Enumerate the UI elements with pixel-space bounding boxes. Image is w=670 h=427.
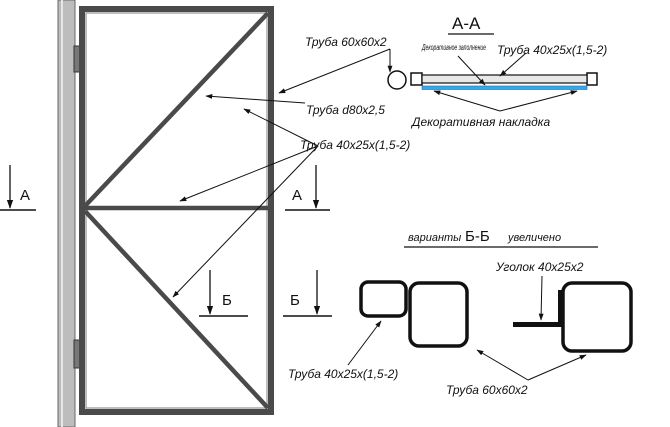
gate-post <box>57 0 76 427</box>
gate-frame <box>79 6 274 415</box>
section-mark-a-left: А <box>0 165 36 211</box>
section-aa-title: А-А <box>452 14 481 33</box>
variants-prefix: варианты <box>408 232 461 244</box>
angle-profile-flange <box>513 322 563 327</box>
mark-b-left-text: Б <box>222 292 232 309</box>
label-pipe-d80: Труба d80х2,5 <box>306 103 385 117</box>
label-angle-40x25: Уголок 40х25х2 <box>495 260 584 274</box>
mark-a-right-text: А <box>292 187 302 204</box>
section-bb-detail: варианты Б-Б увеличено <box>359 228 633 353</box>
label-pipe-40x25-mid: Труба 40х25х(1,5-2) <box>300 138 410 152</box>
large-pipe-profile-left <box>408 281 469 348</box>
label-decorative-filling: Декоративное заполнение <box>421 43 486 52</box>
label-pipe-60x60: Труба 60х60х2 <box>305 35 387 49</box>
mark-a-left-text: А <box>20 187 30 204</box>
brace-upper <box>83 11 270 208</box>
frame-pipe-section-right <box>586 72 598 86</box>
label-pipe-40x25-bottom: Труба 40х25х(1,5-2) <box>288 367 398 381</box>
leader-lines <box>172 48 587 381</box>
variants-suffix: увеличено <box>507 232 561 244</box>
section-mark-b-right: Б <box>283 270 332 317</box>
label-pipe-60x60-bottom: Труба 60х60х2 <box>446 383 528 397</box>
label-decorative-overlay: Декоративная накладка <box>410 115 550 129</box>
variants-bb: Б-Б <box>465 228 490 245</box>
round-post-section <box>387 70 407 90</box>
frame-pipe-section-left <box>410 72 423 86</box>
small-pipe-profile <box>359 280 408 318</box>
section-mark-b-left: Б <box>199 270 248 317</box>
large-pipe-profile-right <box>561 281 633 353</box>
filling-pipe-section <box>421 74 588 84</box>
mark-b-right-text: Б <box>290 292 300 309</box>
decorative-overlay-strip <box>421 85 588 90</box>
section-mark-a-right: А <box>285 165 330 211</box>
angle-profile-web <box>558 290 563 327</box>
brace-lower <box>83 209 270 410</box>
label-pipe-40x25-top: Труба 40х25х(1,5-2) <box>497 43 607 57</box>
